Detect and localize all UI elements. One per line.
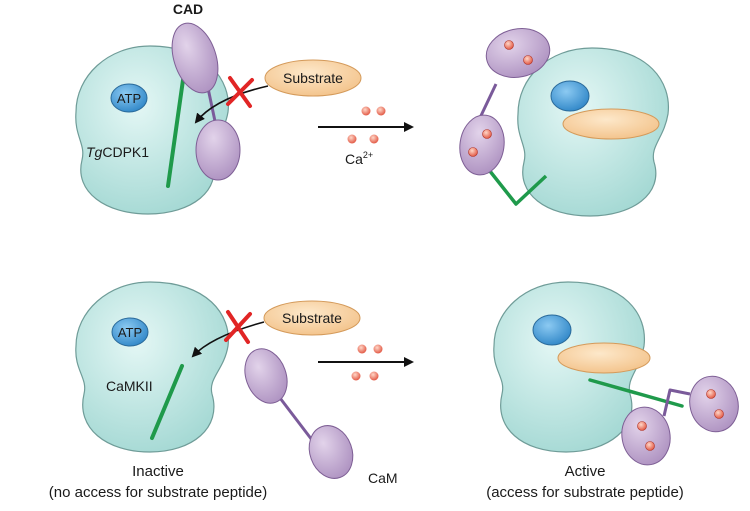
red-x-icon <box>224 310 252 344</box>
autoinhibitory-helix <box>150 364 184 440</box>
cad-domain-lower <box>195 119 241 181</box>
camkii-label: CaMKII <box>106 378 153 394</box>
cad-domain-upper <box>171 22 219 94</box>
cad-domain-lower <box>459 114 505 176</box>
atp-pocket <box>111 317 149 347</box>
cam-domain-left <box>621 406 671 466</box>
blocked-access-arrow <box>194 85 269 124</box>
tgcdpk1-inactive: ATP CAD TgCDPK1 Substrate <box>75 1 362 215</box>
active-title: Active <box>565 463 606 480</box>
tgcdpk1-label: TgCDPK1 <box>86 144 149 160</box>
calcium-ions <box>351 344 383 381</box>
active-note: (access for substrate peptide) <box>486 484 684 501</box>
cam-label: CaM <box>368 470 398 486</box>
calcium-label: Ca2+ <box>345 150 373 167</box>
substrate-bound <box>557 342 651 374</box>
calmodulin <box>244 348 354 479</box>
atp-pocket <box>550 80 590 112</box>
cam-domain-right <box>689 375 739 433</box>
atp-pocket <box>532 314 572 346</box>
cam-domain-upper <box>244 348 288 404</box>
top-reaction: Ca2+ <box>318 106 414 167</box>
substrate-label: Substrate <box>283 70 343 86</box>
cam-domain-lower <box>308 425 354 479</box>
bottom-reaction <box>318 344 414 381</box>
red-x-icon <box>226 76 254 108</box>
substrate <box>264 59 362 97</box>
atp-label: ATP <box>117 91 141 106</box>
blocked-access-arrow <box>191 321 265 358</box>
kinase-body <box>75 281 229 453</box>
cam-linker <box>278 397 314 441</box>
camkii-inactive: ATP CaMKII Substrate CaM <box>75 281 398 486</box>
tgcdpk1-active <box>459 28 670 217</box>
captions: Inactive (no access for substrate peptid… <box>49 463 684 501</box>
inactive-title: Inactive <box>132 463 184 480</box>
substrate <box>263 300 361 336</box>
camkii-active <box>493 281 739 466</box>
autoinhibitory-helix <box>166 78 185 188</box>
cad-label: CAD <box>173 1 203 17</box>
cad-domain-upper <box>485 28 551 78</box>
inactive-note: (no access for substrate peptide) <box>49 484 267 501</box>
substrate-label: Substrate <box>282 310 342 326</box>
substrate-bound <box>562 108 660 140</box>
calcium-ions <box>347 106 386 144</box>
atp-pocket <box>110 83 148 113</box>
atp-label: ATP <box>118 325 142 340</box>
cam-linker <box>662 388 691 417</box>
